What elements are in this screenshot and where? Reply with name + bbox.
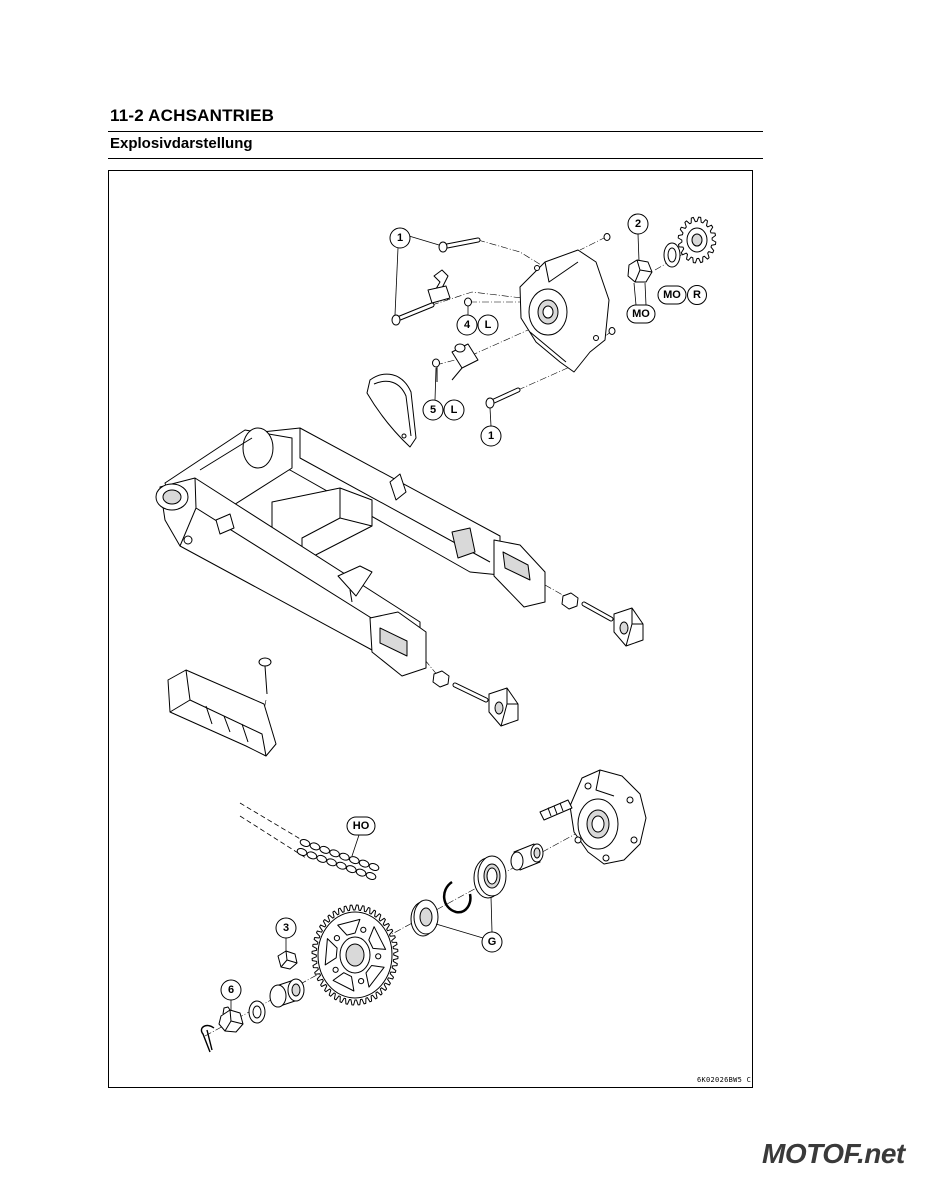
rear-sprocket-bolt-hole xyxy=(360,926,367,933)
chain-links xyxy=(296,839,380,880)
chain-adjuster-upper xyxy=(561,592,644,647)
callout-r: R xyxy=(687,285,707,305)
svg-text:5: 5 xyxy=(430,404,436,416)
callout-mo-sprocket: MO xyxy=(657,285,687,305)
chain-link xyxy=(309,842,321,851)
chain-link xyxy=(306,851,318,860)
title-rule xyxy=(108,131,763,132)
cover-bolt-upper xyxy=(438,237,481,253)
figure-frame xyxy=(108,170,753,1088)
chain-link xyxy=(319,845,331,854)
svg-text:MO: MO xyxy=(663,289,681,301)
chain-link xyxy=(336,861,347,870)
callout-1-upper: 1 xyxy=(389,227,411,249)
chain-link xyxy=(348,856,360,865)
svg-text:G: G xyxy=(488,936,497,948)
sprocket-nut xyxy=(627,259,653,283)
svg-text:HO: HO xyxy=(353,820,370,832)
chain-cover xyxy=(519,249,610,373)
svg-text:4: 4 xyxy=(464,319,471,331)
rear-sprocket-window xyxy=(368,926,387,950)
rear-sprocket-window xyxy=(332,972,355,992)
subtitle-rule xyxy=(108,158,763,159)
figure-code: 6K02026BW5 C xyxy=(697,1076,752,1084)
svg-text:L: L xyxy=(451,404,458,416)
svg-text:MO: MO xyxy=(632,308,650,320)
subtitle: Explosivdarstellung xyxy=(110,135,253,152)
watermark-logo: MOTOF.net xyxy=(762,1138,905,1169)
callout-4-l: L xyxy=(477,314,499,336)
small-screw-top xyxy=(603,233,611,241)
rear-sprocket-window xyxy=(324,938,338,966)
coupling-stud xyxy=(539,799,573,821)
svg-text:1: 1 xyxy=(397,232,403,244)
sprocket-nut xyxy=(277,950,298,970)
wheel-spacer xyxy=(269,978,305,1008)
chain-link xyxy=(329,849,340,858)
svg-text:2: 2 xyxy=(635,218,641,230)
svg-text:1: 1 xyxy=(488,430,494,442)
chain-link xyxy=(365,872,377,880)
chain-slider-screw xyxy=(258,657,272,695)
chain-link xyxy=(368,863,380,871)
rear-sprocket xyxy=(311,904,399,1006)
callout-mo-nut: MO xyxy=(626,304,656,324)
leader-lines xyxy=(230,233,647,1010)
rear-sprocket-bolt-hole xyxy=(375,953,382,960)
chain-link xyxy=(339,852,350,861)
axle-nut xyxy=(218,1006,244,1033)
callout-5-l: L xyxy=(443,399,465,421)
chain-slider xyxy=(167,669,277,757)
chain-link xyxy=(355,868,367,877)
cover-bolt-lower xyxy=(485,387,521,409)
oil-seal xyxy=(410,899,439,937)
svg-text:L: L xyxy=(485,319,492,331)
rear-sprocket-window xyxy=(365,965,385,988)
rear-sprocket-bolt-hole xyxy=(358,978,365,985)
callout-3: 3 xyxy=(275,917,297,939)
svg-text:3: 3 xyxy=(283,922,289,934)
chain-link xyxy=(326,858,337,867)
sprocket-washer xyxy=(663,242,681,268)
svg-text:R: R xyxy=(693,289,701,301)
coupling-collar xyxy=(510,843,544,871)
axle-washer xyxy=(248,1000,266,1024)
callout-5: 5 xyxy=(422,399,444,421)
chain-link xyxy=(345,865,357,874)
section-title: 11-2 ACHSANTRIEB xyxy=(110,106,275,125)
small-screw-5 xyxy=(432,358,440,382)
sprocket-coupling xyxy=(569,769,647,865)
callout-ho: HO xyxy=(346,816,376,836)
callout-g: G xyxy=(481,931,503,953)
circlip xyxy=(443,880,472,914)
callout-1-lower: 1 xyxy=(480,425,502,447)
callout-6: 6 xyxy=(220,979,242,1001)
coupling-bearing xyxy=(473,855,507,899)
rear-sprocket-window xyxy=(337,918,361,936)
chain-link xyxy=(296,848,308,856)
engine-sprocket xyxy=(677,216,717,264)
chain-link xyxy=(316,854,328,863)
svg-text:6: 6 xyxy=(228,984,234,996)
sensor xyxy=(451,343,479,381)
callout-2: 2 xyxy=(627,213,649,235)
chain-adjuster-lower xyxy=(432,670,519,727)
chain-link xyxy=(299,839,311,847)
cover-bolt-left xyxy=(391,302,435,326)
rear-sprocket-bolt-hole xyxy=(332,966,339,973)
chain-guard-plate xyxy=(366,373,417,448)
drive-chain xyxy=(239,802,380,880)
swingarm xyxy=(155,427,546,677)
small-screw-right xyxy=(608,327,616,335)
rear-sprocket-bolt-hole xyxy=(333,935,340,942)
cable-clip xyxy=(427,269,451,304)
chain-link xyxy=(358,859,370,868)
cotter-pin xyxy=(200,1024,215,1053)
callout-4: 4 xyxy=(456,314,478,336)
small-screw-4 xyxy=(464,297,472,307)
